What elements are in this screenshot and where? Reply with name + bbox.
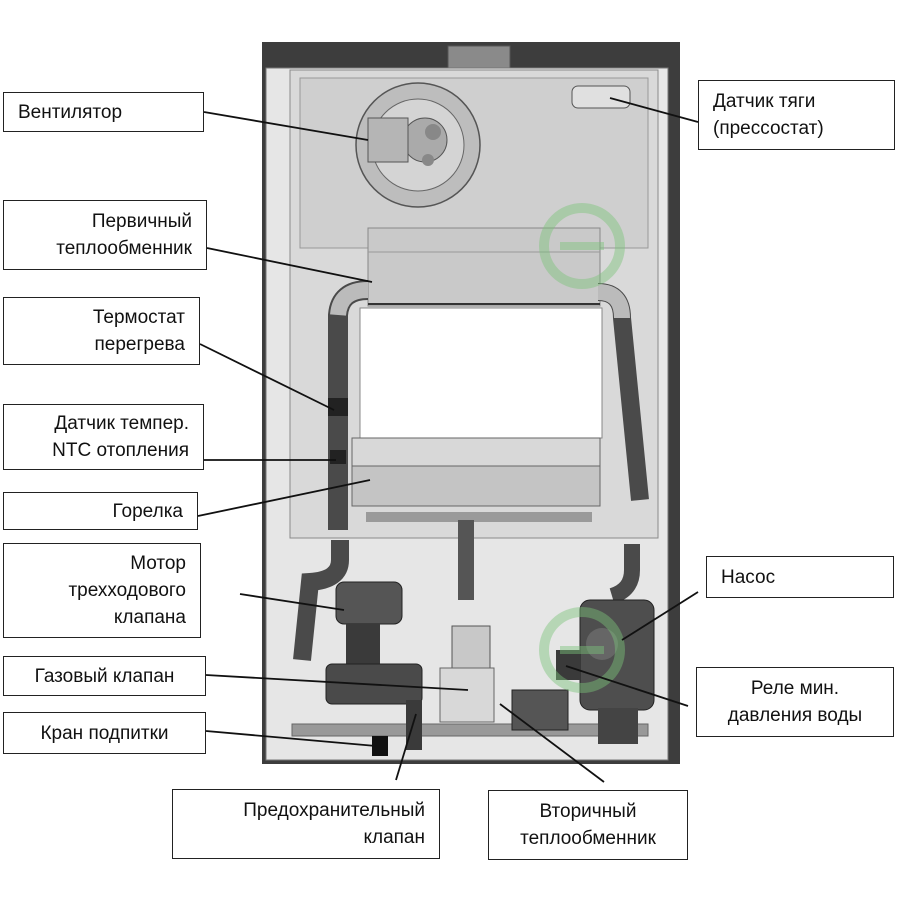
label-min-pressure-relay-line1: Реле мин.	[750, 678, 840, 699]
label-primary-hx-line1: Первичный	[91, 211, 192, 232]
draft-sensor	[571, 85, 631, 109]
label-overheat-thermostat-line1: Термостат	[92, 307, 185, 328]
label-overheat-thermostat-line2: перегрева	[94, 334, 185, 355]
label-primary-hx-line2: теплообменник	[56, 238, 192, 259]
label-draft-sensor-line2: (прессостат)	[713, 118, 824, 139]
label-fill-tap-text: Кран подпитки	[40, 722, 169, 744]
label-fan-text: Вентилятор	[18, 101, 123, 123]
ntc-sensor	[330, 450, 346, 464]
label-draft-sensor: Датчик тяги (прессостат)	[698, 80, 895, 150]
secondary-heat-exchanger	[511, 689, 569, 731]
safety-valve	[406, 700, 422, 750]
label-three-way-motor-line3: клапана	[113, 607, 186, 628]
label-ntc-sensor-line1: Датчик темпер.	[54, 413, 189, 434]
label-fill-tap: Кран подпитки	[3, 712, 206, 754]
label-primary-hx: Первичный теплообменник	[3, 200, 207, 270]
hydraulic-group	[291, 520, 649, 737]
label-ntc-sensor-line2: NTC отопления	[52, 440, 189, 461]
label-safety-valve: Предохранительный клапан	[172, 789, 440, 859]
overheat-thermostat	[328, 398, 348, 416]
label-overheat-thermostat: Термостат перегрева	[3, 297, 200, 365]
leader-lines	[197, 97, 699, 783]
label-safety-valve-line2: клапан	[363, 827, 425, 848]
combustion-chamber	[359, 307, 603, 439]
label-safety-valve-line1: Предохранительный	[243, 800, 425, 821]
label-three-way-motor-line1: Мотор	[130, 553, 186, 574]
label-draft-sensor-line1: Датчик тяги	[713, 91, 816, 112]
label-secondary-hx: Вторичный теплообменник	[488, 790, 688, 860]
label-fan: Вентилятор	[3, 92, 204, 132]
min-pressure-relay	[556, 650, 580, 680]
right-heating-pipe	[597, 283, 649, 501]
label-min-pressure-relay-line2: давления воды	[727, 705, 863, 726]
label-pump: Насос	[706, 556, 894, 598]
fan-assembly	[355, 82, 481, 208]
left-heating-pipe	[328, 280, 369, 530]
label-pump-text: Насос	[721, 566, 776, 588]
burner	[351, 437, 601, 522]
label-ntc-sensor: Датчик темпер. NTC отопления	[3, 404, 204, 470]
primary-heat-exchanger	[367, 227, 601, 307]
label-gas-valve: Газовый клапан	[3, 656, 206, 696]
label-burner: Горелка	[3, 492, 198, 530]
pump	[579, 599, 655, 744]
fill-tap	[372, 736, 388, 756]
label-gas-valve-text: Газовый клапан	[34, 665, 175, 687]
watermark-icon	[539, 607, 625, 693]
label-three-way-motor: Мотор трехходового клапана	[3, 543, 201, 638]
label-three-way-motor-line2: трехходового	[68, 580, 186, 601]
watermark-icon	[539, 203, 625, 289]
label-min-pressure-relay: Реле мин. давления воды	[696, 667, 894, 737]
label-secondary-hx-line2: теплообменник	[520, 828, 656, 849]
label-burner-text: Горелка	[112, 500, 183, 522]
label-secondary-hx-line1: Вторичный	[539, 801, 637, 822]
